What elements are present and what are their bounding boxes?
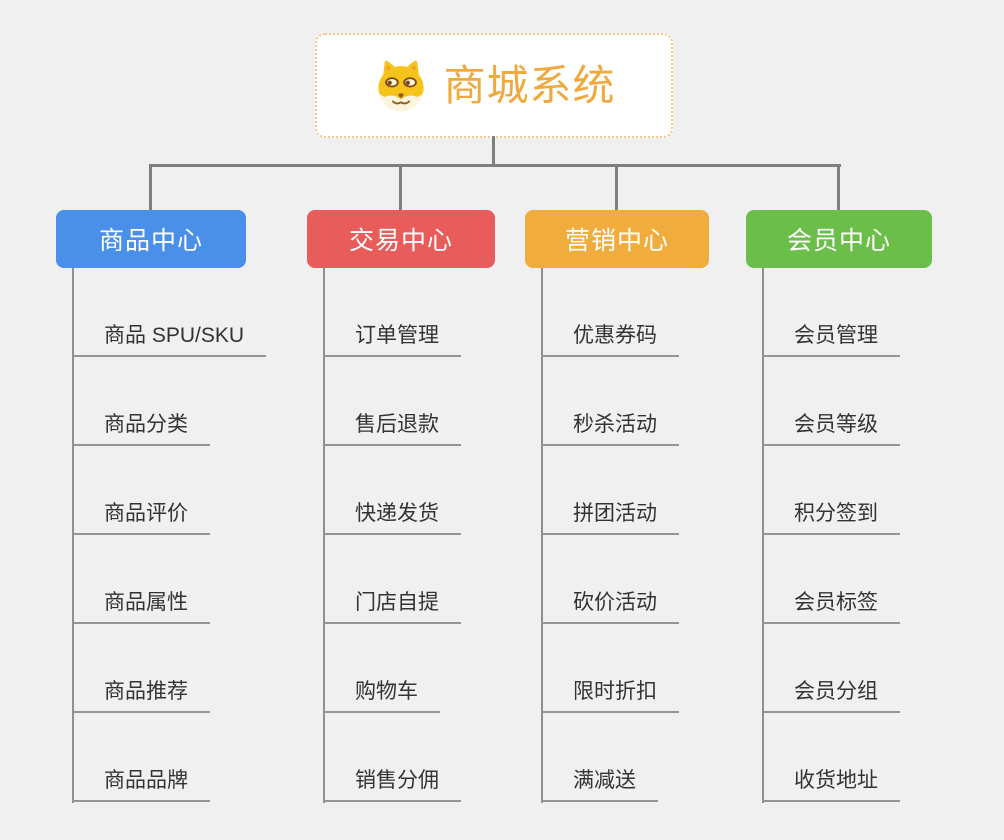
connector-branch-stub [837, 164, 840, 210]
branch-trunk-line [541, 268, 543, 803]
leaf-node[interactable]: 收货地址 [762, 713, 900, 802]
leaf-node[interactable]: 会员等级 [762, 357, 900, 446]
branch-trunk-line [762, 268, 764, 803]
leaf-node[interactable]: 砍价活动 [541, 535, 679, 624]
leaf-node[interactable]: 商品属性 [72, 535, 210, 624]
connector-branch-stub [399, 164, 402, 210]
leaf-node[interactable]: 限时折扣 [541, 624, 679, 713]
branch-column: 营销中心 优惠券码秒杀活动拼团活动砍价活动限时折扣满减送 [525, 164, 709, 803]
leaf-node[interactable]: 秒杀活动 [541, 357, 679, 446]
leaf-node[interactable]: 满减送 [541, 713, 658, 802]
leaf-node[interactable]: 快递发货 [323, 446, 461, 535]
leaf-node[interactable]: 会员标签 [762, 535, 900, 624]
leaf-node[interactable]: 优惠券码 [541, 268, 679, 357]
leaf-node[interactable]: 订单管理 [323, 268, 461, 357]
branch-trunk-line [72, 268, 74, 803]
branch-node[interactable]: 商品中心 [56, 210, 246, 268]
connector-horizontal-line [150, 164, 841, 167]
branch-trunk-line [323, 268, 325, 803]
leaf-node[interactable]: 售后退款 [323, 357, 461, 446]
branch-node[interactable]: 会员中心 [746, 210, 932, 268]
leaf-node[interactable]: 商品分类 [72, 357, 210, 446]
leaf-node[interactable]: 会员分组 [762, 624, 900, 713]
leaf-node[interactable]: 销售分佣 [323, 713, 461, 802]
leaf-node[interactable]: 拼团活动 [541, 446, 679, 535]
leaf-list: 优惠券码秒杀活动拼团活动砍价活动限时折扣满减送 [541, 268, 679, 802]
branch-label: 商品中心 [98, 227, 203, 255]
branch-label: 营销中心 [564, 227, 669, 255]
branch-node[interactable]: 营销中心 [525, 210, 709, 268]
connector-root-stub [492, 136, 495, 165]
branch-label: 交易中心 [348, 227, 453, 255]
leaf-list: 会员管理会员等级积分签到会员标签会员分组收货地址 [762, 268, 900, 802]
leaf-node[interactable]: 商品 SPU/SKU [72, 268, 267, 357]
connector-branch-stub [149, 164, 152, 210]
leaf-node[interactable]: 积分签到 [762, 446, 900, 535]
branch-label: 会员中心 [786, 227, 891, 255]
branch-column: 会员中心 会员管理会员等级积分签到会员标签会员分组收货地址 [746, 164, 932, 803]
shiba-dog-icon [378, 60, 425, 111]
branch-node[interactable]: 交易中心 [307, 210, 495, 268]
connector-branch-stub [615, 164, 618, 210]
leaf-node[interactable]: 商品推荐 [72, 624, 210, 713]
leaf-node[interactable]: 购物车 [323, 624, 440, 713]
root-node[interactable]: 商城系统 [315, 33, 673, 138]
root-label: 商城系统 [443, 61, 616, 109]
leaf-list: 订单管理售后退款快递发货门店自提购物车销售分佣 [323, 268, 461, 802]
leaf-node[interactable]: 会员管理 [762, 268, 900, 357]
leaf-node[interactable]: 商品评价 [72, 446, 210, 535]
leaf-node[interactable]: 门店自提 [323, 535, 461, 624]
branch-column: 交易中心 订单管理售后退款快递发货门店自提购物车销售分佣 [307, 164, 495, 803]
leaf-node[interactable]: 商品品牌 [72, 713, 210, 802]
